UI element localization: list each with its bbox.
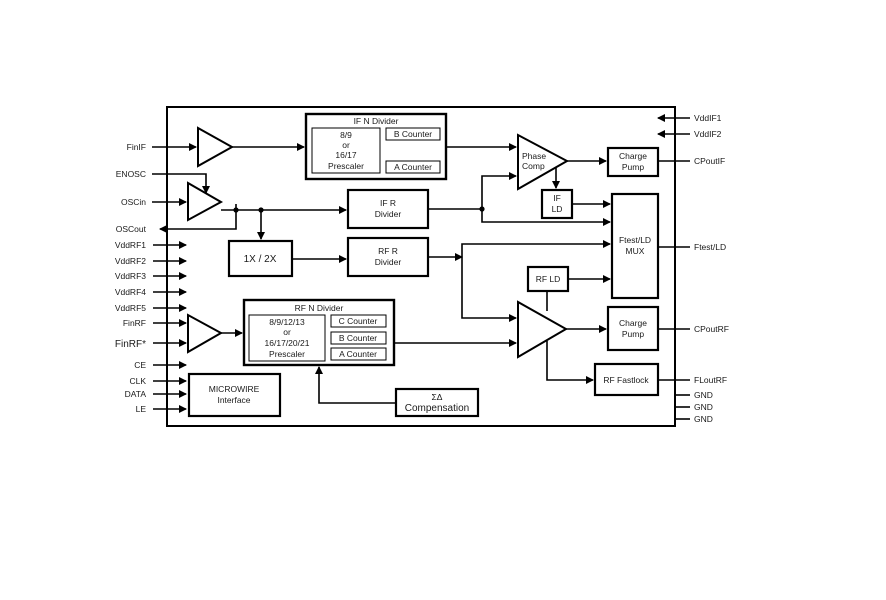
- pin-label: FinRF*: [115, 339, 146, 350]
- block-label: Divider: [375, 257, 402, 267]
- b-counter-label: B Counter: [339, 333, 377, 343]
- finif-buffer-amp: [197, 126, 235, 168]
- pin-label: GND: [694, 390, 713, 400]
- block-label: Charge: [619, 318, 647, 328]
- finrf-buffer-amp: [187, 313, 224, 354]
- if-ld-block: IF LD: [540, 188, 574, 220]
- block-label: RF LD: [536, 274, 561, 284]
- a-counter-label: A Counter: [394, 162, 432, 172]
- pin-label: GND: [694, 402, 713, 412]
- block-label: RF Fastlock: [603, 375, 649, 385]
- pin-label: VddRF2: [115, 256, 146, 266]
- block-label: ΣΔ: [432, 392, 443, 402]
- pin-label: FinRF: [123, 318, 146, 328]
- junction-dot: [233, 207, 239, 213]
- prescaler-text: 8/9/12/13: [269, 317, 305, 327]
- if-r-divider-block: IF R Divider: [346, 188, 430, 230]
- right-pin-labels: VddIF1 VddIF2 CPoutIF Ftest/LD CPoutRF F…: [694, 113, 729, 424]
- block-label: Comp: [522, 161, 545, 171]
- pin-label: OSCin: [121, 197, 146, 207]
- rf-n-divider-block: RF N Divider 8/9/12/13 or 16/17/20/21 Pr…: [242, 298, 396, 367]
- pin-label: VddRF1: [115, 240, 146, 250]
- pin-label: GND: [694, 414, 713, 424]
- pin-label: VddIF1: [694, 113, 722, 123]
- block-label: 1X / 2X: [244, 254, 277, 265]
- pin-label: FinIF: [127, 142, 146, 152]
- block-label: Compensation: [405, 403, 469, 414]
- pin-label: CE: [134, 360, 146, 370]
- pin-label: VddRF3: [115, 271, 146, 281]
- junction-dot: [479, 206, 485, 212]
- block-label: Pump: [622, 162, 644, 172]
- prescaler-text: 16/17/20/21: [265, 338, 310, 348]
- if-n-divider-title: IF N Divider: [354, 116, 399, 126]
- block-label: Divider: [375, 209, 402, 219]
- block-label: IF R: [380, 198, 396, 208]
- junction-dot: [258, 207, 264, 213]
- a-counter-label: A Counter: [339, 349, 377, 359]
- block-label: Interface: [217, 395, 250, 405]
- pin-label: OSCout: [116, 224, 147, 234]
- prescaler-text: 16/17: [335, 150, 357, 160]
- ftest-ld-mux-block: Ftest/LD MUX: [610, 192, 660, 300]
- pin-label: VddRF5: [115, 303, 146, 313]
- prescaler-text: or: [283, 327, 291, 337]
- rf-fastlock-block: RF Fastlock: [593, 362, 660, 397]
- b-counter-label: B Counter: [394, 129, 432, 139]
- prescaler-text: Prescaler: [269, 349, 305, 359]
- left-pin-labels: FinIF ENOSC OSCin OSCout VddRF1 VddRF2 V…: [115, 142, 147, 414]
- phase-comparator-if: Phase Comp: [517, 133, 570, 191]
- block-label: MICROWIRE: [209, 384, 260, 394]
- pin-label: CPoutRF: [694, 324, 729, 334]
- block-label: Pump: [622, 329, 644, 339]
- pin-label: ENOSC: [116, 169, 146, 179]
- charge-pump-if-block: Charge Pump: [606, 146, 660, 178]
- phase-comparator-rf: [517, 300, 569, 359]
- rf-r-divider-block: RF R Divider: [346, 236, 430, 278]
- prescaler-text: Prescaler: [328, 161, 364, 171]
- charge-pump-rf-block: Charge Pump: [606, 305, 660, 352]
- c-counter-label: C Counter: [339, 316, 378, 326]
- osc-buffer-amp: [187, 181, 224, 222]
- pin-label: DATA: [125, 389, 147, 399]
- block-label: Phase: [522, 151, 546, 161]
- chip-outline: [166, 106, 676, 427]
- multiplier-block: 1X / 2X: [227, 239, 294, 278]
- block-label: LD: [552, 204, 563, 214]
- pin-label: Ftest/LD: [694, 242, 726, 252]
- microwire-interface-block: MICROWIRE Interface: [187, 372, 282, 418]
- block-label: Ftest/LD: [619, 235, 651, 245]
- rf-ld-block: RF LD: [526, 265, 570, 293]
- pin-label: VddRF4: [115, 287, 146, 297]
- block-label: IF: [553, 193, 561, 203]
- internal-wires: [221, 114, 690, 420]
- block-label: MUX: [626, 246, 645, 256]
- pin-label: CPoutIF: [694, 156, 725, 166]
- if-n-divider-block: IF N Divider 8/9 or 16/17 Prescaler B Co…: [304, 112, 448, 181]
- prescaler-text: 8/9: [340, 130, 352, 140]
- rf-n-divider-title: RF N Divider: [295, 303, 344, 313]
- sigma-delta-compensation-block: ΣΔ Compensation: [394, 387, 480, 418]
- pin-label: VddIF2: [694, 129, 722, 139]
- pin-label: CLK: [129, 376, 146, 386]
- pin-label: FLoutRF: [694, 375, 727, 385]
- pin-label: LE: [136, 404, 147, 414]
- block-label: RF R: [378, 246, 398, 256]
- block-label: Charge: [619, 151, 647, 161]
- prescaler-text: or: [342, 140, 350, 150]
